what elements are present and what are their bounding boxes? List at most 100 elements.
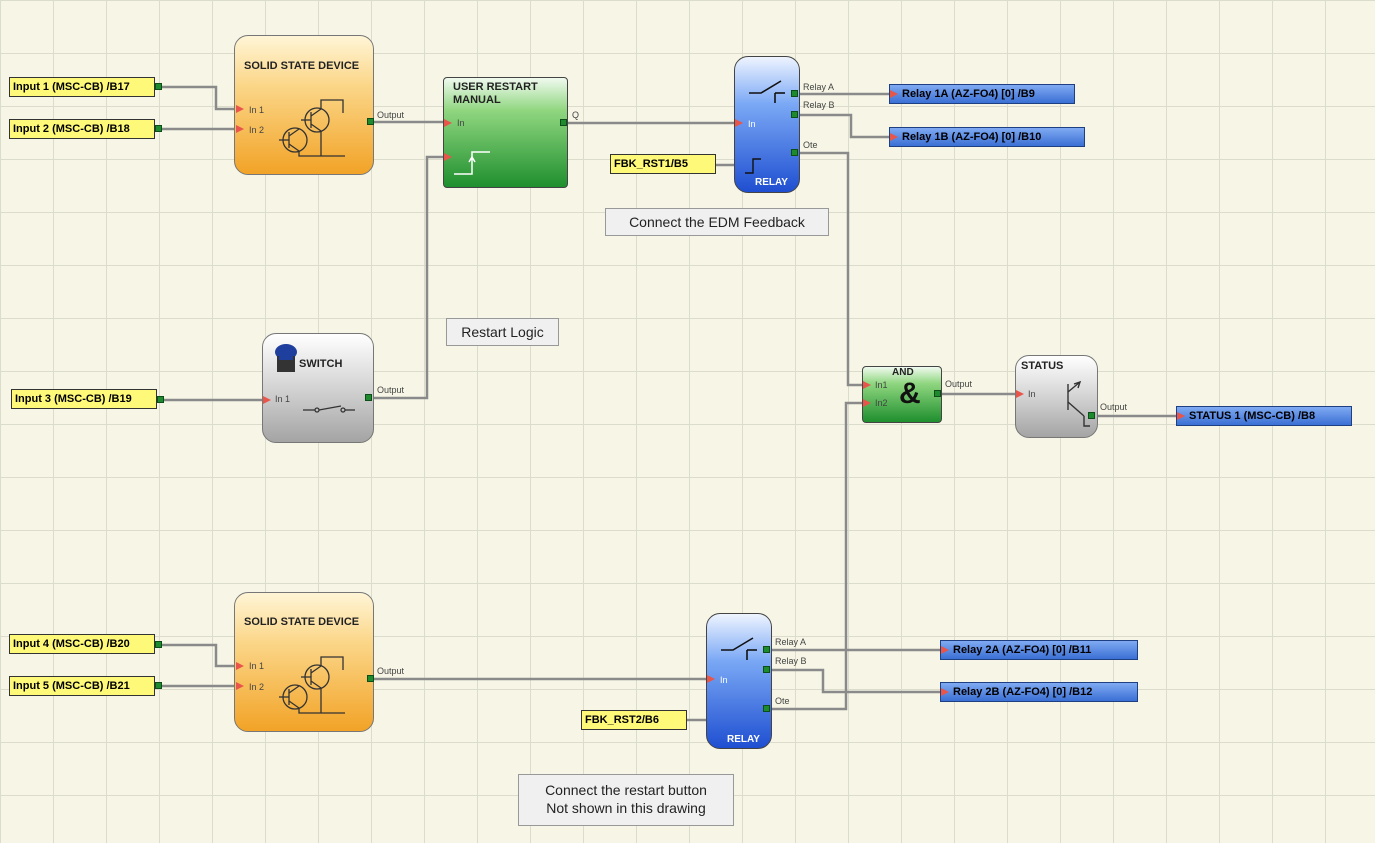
block-title: SOLID STATE DEVICE <box>244 60 360 72</box>
input-arrow-in1 <box>863 381 871 389</box>
port-label-ote: Ote <box>803 140 818 150</box>
note-restart-button[interactable]: Connect the restart button Not shown in … <box>518 774 734 826</box>
transistor-icon <box>279 656 345 714</box>
input-tag-label: Input 5 (MSC-CB) /B21 <box>13 680 130 692</box>
port-label-relay-a: Relay A <box>775 637 807 647</box>
output-tag-relay-1b[interactable]: Relay 1B (AZ-FO4) [0] /B10 <box>889 127 1085 147</box>
port-label-in: In <box>457 118 465 128</box>
port-label-in2: In 2 <box>249 125 265 135</box>
port-label-in2: In 2 <box>249 682 265 692</box>
transistor-icon <box>279 99 345 157</box>
block-title: SOLID STATE DEVICE <box>244 616 360 628</box>
port-label-output: Output <box>377 110 405 120</box>
port-label-in1: In 1 <box>249 105 265 115</box>
port-label-output: Output <box>377 666 405 676</box>
output-pin[interactable] <box>367 118 374 125</box>
port-label-in1: In 1 <box>249 661 265 671</box>
output-tag-label: Relay 2B (AZ-FO4) [0] /B12 <box>953 686 1093 698</box>
port-label-in2: In2 <box>875 398 888 408</box>
output-tag-relay-1a[interactable]: Relay 1A (AZ-FO4) [0] /B9 <box>889 84 1075 104</box>
input-arrow <box>890 90 898 98</box>
output-pin[interactable] <box>934 390 941 397</box>
port-label-in1: In1 <box>875 380 888 390</box>
input-arrow-in <box>707 675 715 683</box>
and-gate-block[interactable]: AND & In1 In2 <box>862 366 942 423</box>
note-text: Connect the restart button Not shown in … <box>545 782 707 816</box>
output-tag-status-1[interactable]: STATUS 1 (MSC-CB) /B8 <box>1176 406 1352 426</box>
relay-block-2[interactable]: In RELAY <box>706 613 772 749</box>
note-edm-feedback[interactable]: Connect the EDM Feedback <box>605 208 829 236</box>
and-symbol: & <box>899 377 921 410</box>
input-tag-3[interactable]: Input 3 (MSC-CB) /B19 <box>11 389 157 409</box>
port-label-in: In <box>720 675 728 685</box>
output-pin-relay-b[interactable] <box>763 666 770 673</box>
port-label-ote: Ote <box>775 696 790 706</box>
output-pin-ote[interactable] <box>791 149 798 156</box>
port-label-q: Q <box>572 110 580 120</box>
input-tag-label: Input 4 (MSC-CB) /B20 <box>13 638 130 650</box>
solid-state-device-block-1[interactable]: SOLID STATE DEVICE In 1 In 2 Output <box>234 35 404 175</box>
port-label-in1: In 1 <box>275 394 291 404</box>
input-tag-2[interactable]: Input 2 (MSC-CB) /B18 <box>9 119 155 139</box>
block-title: AND <box>892 367 914 378</box>
input-tag-1[interactable]: Input 1 (MSC-CB) /B17 <box>9 77 155 97</box>
input-arrow-in2 <box>236 125 244 133</box>
output-tag-relay-2a[interactable]: Relay 2A (AZ-FO4) [0] /B11 <box>940 640 1138 660</box>
status-block[interactable]: STATUS In <box>1015 355 1098 438</box>
input-arrow <box>1177 412 1185 420</box>
wire-relay2-ote-and <box>769 401 863 711</box>
port-label-in: In <box>1028 389 1036 399</box>
output-tag-label: Relay 2A (AZ-FO4) [0] /B11 <box>953 644 1092 656</box>
input-tag-4[interactable]: Input 4 (MSC-CB) /B20 <box>9 634 155 654</box>
output-tag-label: Relay 1B (AZ-FO4) [0] /B10 <box>902 131 1042 143</box>
port-label-output: Output <box>377 385 405 395</box>
output-pin[interactable] <box>155 682 162 689</box>
block-title: USER RESTART MANUAL <box>453 81 538 106</box>
wire-relay1-ote-and <box>797 151 863 387</box>
output-tag-label: STATUS 1 (MSC-CB) /B8 <box>1189 410 1316 422</box>
solid-state-device-block-2[interactable]: SOLID STATE DEVICE In 1 In 2 Output <box>234 592 404 732</box>
input-arrow-in1 <box>236 105 244 113</box>
output-tag-label: Relay 1A (AZ-FO4) [0] /B9 <box>902 88 1035 100</box>
feedback-tag-2[interactable]: FBK_RST2/B6 <box>581 710 687 730</box>
output-pin-relay-a[interactable] <box>791 90 798 97</box>
output-pin[interactable] <box>155 125 162 132</box>
input-arrow <box>890 133 898 141</box>
output-pin[interactable] <box>365 394 372 401</box>
relay-block-1[interactable]: In RELAY <box>734 56 800 193</box>
switch-block[interactable]: SWITCH In 1 Output <box>262 333 404 443</box>
output-pin-relay-b[interactable] <box>791 111 798 118</box>
output-pin[interactable] <box>1088 412 1095 419</box>
rising-edge-icon <box>454 151 490 175</box>
input-tag-label: FBK_RST2/B6 <box>585 714 659 726</box>
note-text: Connect the EDM Feedback <box>629 214 805 230</box>
port-label-relay-b: Relay B <box>803 100 835 110</box>
user-restart-manual-block[interactable]: USER RESTART MANUAL In Q <box>443 77 579 188</box>
switch-contact-icon <box>303 405 355 413</box>
output-pin[interactable] <box>155 641 162 648</box>
relay-contact-icon <box>721 637 757 660</box>
block-title: SWITCH <box>299 358 343 370</box>
note-restart-logic[interactable]: Restart Logic <box>446 318 559 346</box>
output-pin-ote[interactable] <box>763 705 770 712</box>
block-title: STATUS <box>1021 360 1064 372</box>
port-label-output: Output <box>1100 402 1128 412</box>
output-pin[interactable] <box>367 675 374 682</box>
input-arrow-in1 <box>236 662 244 670</box>
output-pin[interactable] <box>560 119 567 126</box>
input-arrow-in1 <box>263 396 271 404</box>
input-arrow-in <box>444 119 452 127</box>
output-pin[interactable] <box>155 83 162 90</box>
feedback-tag-1[interactable]: FBK_RST1/B5 <box>610 154 716 174</box>
output-pin-relay-a[interactable] <box>763 646 770 653</box>
output-tag-relay-2b[interactable]: Relay 2B (AZ-FO4) [0] /B12 <box>940 682 1138 702</box>
push-button-icon <box>275 344 297 372</box>
input-tag-5[interactable]: Input 5 (MSC-CB) /B21 <box>9 676 155 696</box>
input-tag-label: Input 1 (MSC-CB) /B17 <box>13 81 130 93</box>
output-pin[interactable] <box>157 396 164 403</box>
input-arrow-in <box>1016 390 1024 398</box>
note-text: Restart Logic <box>461 324 544 340</box>
wire-in1-ssd1 <box>162 85 236 111</box>
